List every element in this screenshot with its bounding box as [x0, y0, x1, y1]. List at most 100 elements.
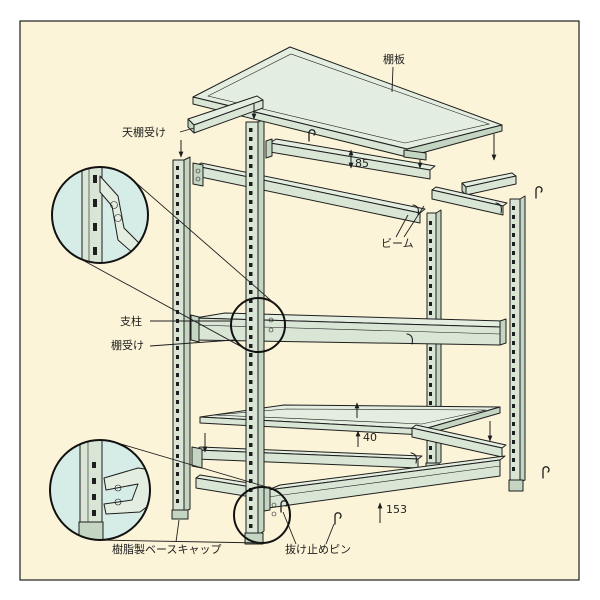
post-hole [249, 128, 253, 132]
post-hole [512, 359, 515, 363]
post-hole [429, 446, 432, 450]
post-hole [249, 200, 253, 204]
post-hole [176, 283, 179, 287]
post-hole [176, 346, 179, 350]
post-hole [249, 515, 253, 519]
post-hole [512, 467, 515, 471]
beam-flange-line [267, 465, 501, 498]
post-hole [249, 308, 253, 312]
post-hole [176, 427, 179, 431]
leader-shelf-support [149, 339, 235, 347]
post-hole [249, 326, 253, 330]
post-hole [176, 292, 179, 296]
post-hole [176, 274, 179, 278]
post-hole [249, 524, 253, 528]
post-hole [512, 269, 515, 273]
post-hole [512, 458, 515, 462]
base-cap [244, 532, 264, 545]
leader-retaining-pin [325, 523, 335, 545]
connector-line [131, 178, 276, 305]
post-hole [176, 418, 179, 422]
post-hole [93, 247, 97, 255]
post-hole [176, 445, 179, 449]
post-hole [512, 296, 515, 300]
post-hole [429, 230, 432, 234]
beam-hook [406, 333, 413, 345]
post-hole [249, 218, 253, 222]
post-hole [512, 350, 515, 354]
dimension-85: 85 [348, 149, 369, 170]
post-hole [249, 209, 253, 213]
post-hole [429, 257, 432, 261]
post-hole [176, 355, 179, 359]
beam-end-bracket [265, 138, 273, 159]
post-hole [176, 211, 179, 215]
post-hole [512, 377, 515, 381]
post-hole [512, 422, 515, 426]
post-hole [429, 248, 432, 252]
post-hole [93, 175, 97, 183]
post-hole [176, 202, 179, 206]
label-post: 支柱 [120, 314, 142, 328]
bracket-end-face [187, 118, 195, 134]
post-hole [249, 164, 253, 168]
label-base-cap: 樹脂製ベースキャップ [112, 542, 221, 556]
post-hole [176, 409, 179, 413]
post-hole [176, 328, 179, 332]
post-hole [512, 440, 515, 444]
post-hole [512, 305, 515, 309]
bolt-hole [114, 498, 122, 506]
post-hole [249, 470, 253, 474]
post-hole [249, 371, 253, 375]
detail-inset-shelf-support [51, 166, 149, 264]
post-hole [512, 395, 515, 399]
post-hole [512, 287, 515, 291]
post-hole [249, 227, 253, 231]
post-hole [429, 401, 432, 405]
dimension-153-label: 153 [386, 503, 407, 516]
post-hole [176, 472, 179, 476]
bolt-hole [110, 201, 118, 209]
post-hole [249, 245, 253, 249]
post-hole [429, 392, 432, 396]
post-front-left [171, 156, 191, 520]
post-hole [176, 463, 179, 467]
post-hole [512, 323, 515, 327]
post-hole [176, 166, 179, 170]
board-lip [403, 149, 427, 161]
post-hole [249, 155, 253, 159]
pin-icon [535, 186, 543, 199]
post-hole [176, 481, 179, 485]
post-holes [249, 128, 253, 528]
label-beam: ビーム [381, 237, 414, 250]
post-hole [176, 175, 179, 179]
pin-icon [542, 466, 550, 479]
inset-post [79, 440, 103, 540]
post-hole [92, 462, 96, 468]
leader-retaining-pin [282, 511, 297, 545]
top-shelf-support-right [461, 172, 517, 196]
post-hole [93, 199, 97, 207]
post-hole [429, 311, 432, 315]
beam-hook [412, 204, 419, 216]
base-cap [508, 479, 524, 492]
leader-top-shelf-support [179, 127, 195, 133]
post-hole [512, 206, 515, 210]
post-hole [176, 400, 179, 404]
label-retaining-pin: 抜け止めピン [285, 542, 351, 556]
post-hole [512, 251, 515, 255]
post-hole [92, 510, 96, 516]
post-hole [249, 317, 253, 321]
post-hole [249, 254, 253, 258]
post-hole [512, 386, 515, 390]
shelf-end-bracket [190, 314, 200, 343]
post-hole [176, 193, 179, 197]
post-hole [249, 461, 253, 465]
post-hole [249, 290, 253, 294]
post-front-middle [244, 118, 274, 545]
post-side-face [183, 156, 191, 513]
post-hole [176, 499, 179, 503]
post-hole [249, 353, 253, 357]
post-hole [249, 362, 253, 366]
